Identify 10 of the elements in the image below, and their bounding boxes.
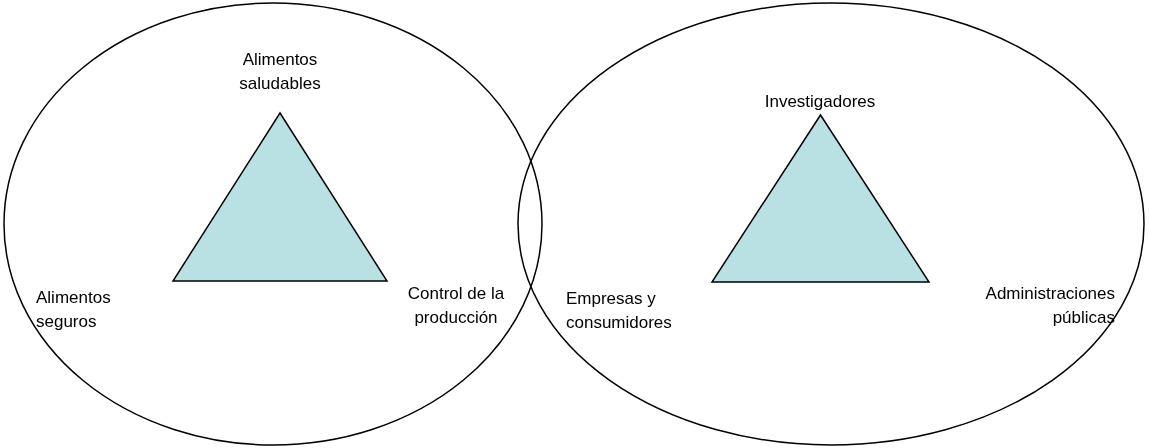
corner-label: Investigadores — [763, 91, 877, 113]
corner-label: Alimentos seguros — [36, 287, 112, 333]
triangle-shape — [172, 112, 388, 282]
ellipse-shape — [3, 2, 543, 446]
corner-label: Control de la producción — [406, 283, 506, 329]
corner-label: Empresas y consumidores — [566, 288, 673, 334]
triangle-shape — [711, 114, 930, 283]
corner-label: Alimentos saludables — [238, 49, 322, 95]
ellipse-shape — [517, 2, 1145, 446]
corner-label: Administraciones públicas — [984, 283, 1115, 329]
